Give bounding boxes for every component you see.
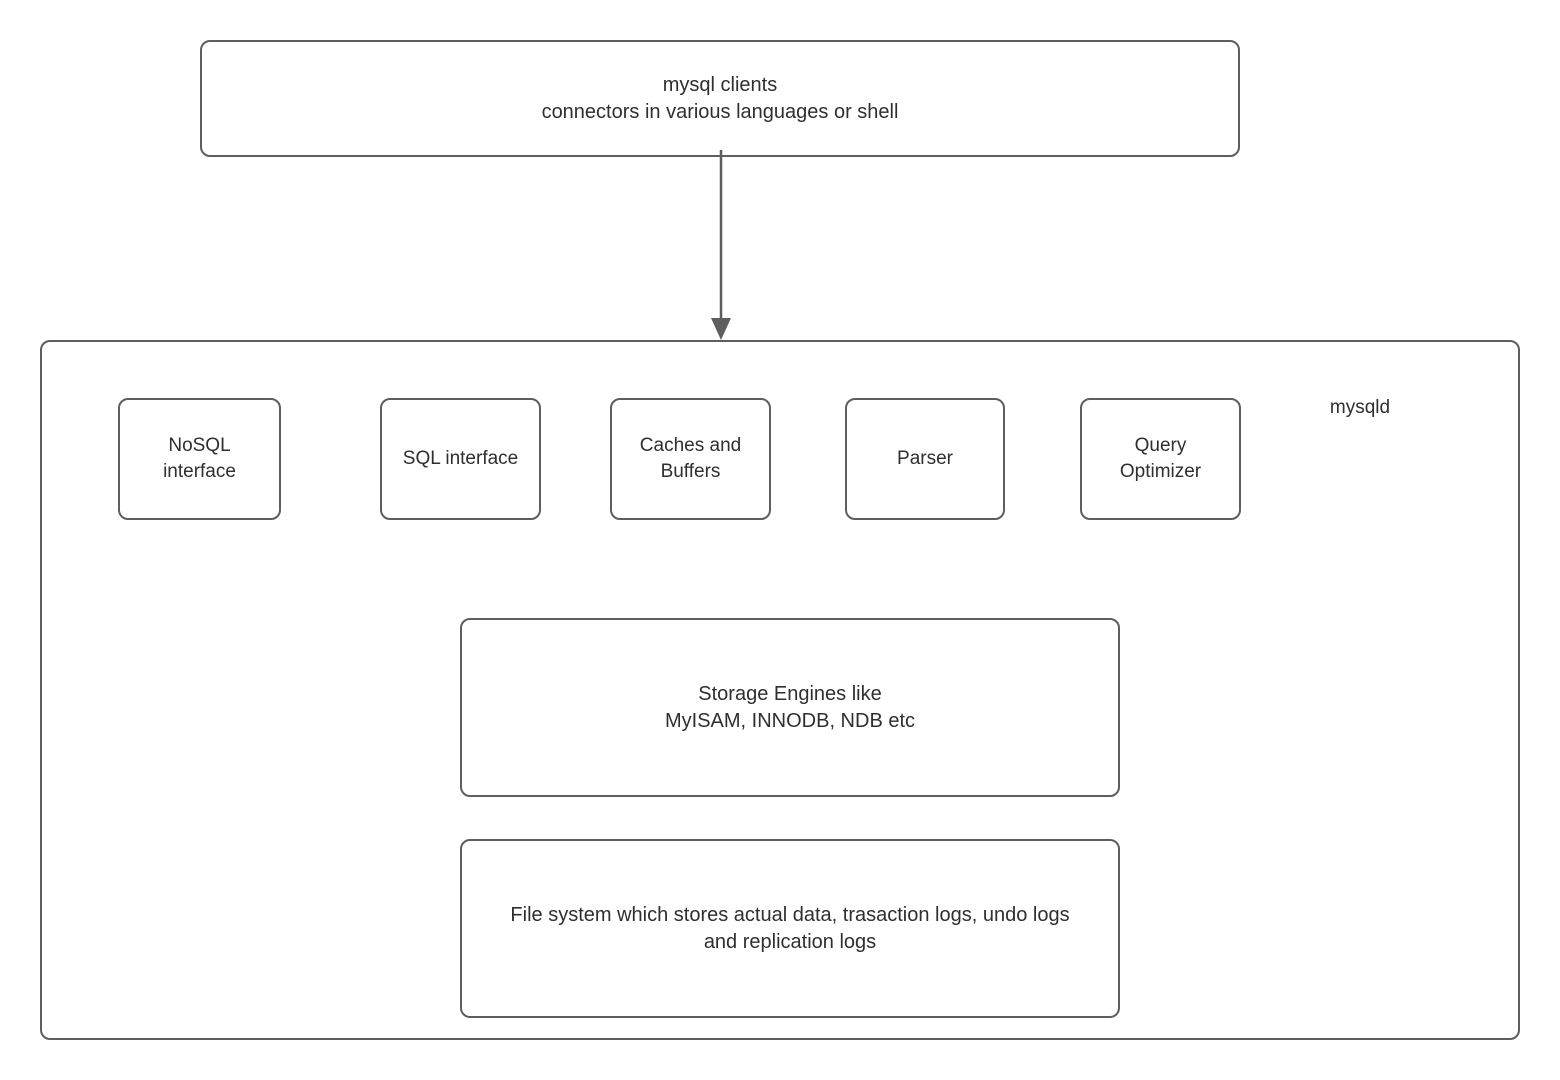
node-sql-interface[interactable]: SQL interface [380, 398, 541, 520]
node-mysql-clients[interactable]: mysql clients connectors in various lang… [200, 40, 1240, 157]
node-mysql-clients-label: mysql clients connectors in various lang… [541, 73, 899, 123]
node-file-system[interactable]: File system which stores actual data, tr… [460, 839, 1120, 1018]
node-query-optimizer[interactable]: Query Optimizer [1080, 398, 1241, 520]
node-file-system-label: File system which stores actual data, tr… [510, 903, 1070, 953]
node-nosql-interface-label: NoSQL interface [163, 435, 236, 482]
node-caches-and-buffers[interactable]: Caches and Buffers [610, 398, 771, 520]
node-mysqld-label: mysqld [1329, 397, 1391, 418]
node-storage-engines[interactable]: Storage Engines like MyISAM, INNODB, NDB… [460, 618, 1120, 797]
node-sql-interface-label: SQL interface [402, 448, 519, 469]
node-nosql-interface[interactable]: NoSQL interface [118, 398, 281, 520]
arrow-head [711, 318, 731, 340]
node-storage-engines-label: Storage Engines like MyISAM, INNODB, NDB… [664, 682, 916, 732]
node-parser[interactable]: Parser [845, 398, 1005, 520]
node-query-optimizer-label: Query Optimizer [1119, 435, 1202, 482]
node-caches-and-buffers-label: Caches and Buffers [639, 435, 742, 482]
node-parser-label: Parser [897, 448, 953, 469]
arrow-clients-to-mysqld-icon [711, 150, 731, 340]
